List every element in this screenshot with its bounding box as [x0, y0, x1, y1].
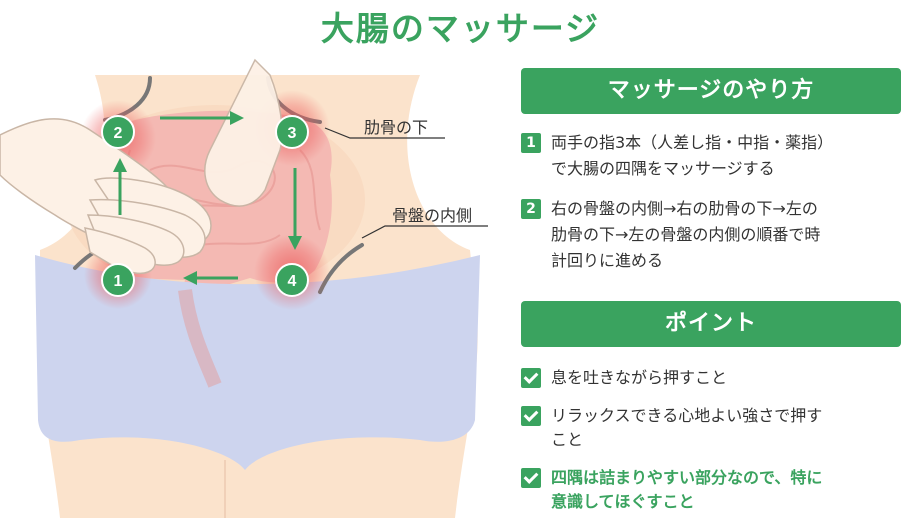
hands [0, 58, 283, 275]
leader-under-ribs [324, 127, 445, 139]
label-inner-pelvis: 骨盤の内側 [392, 206, 473, 225]
step-2: 2 右の骨盤の内側→右の肋骨の下→左の 肋骨の下→左の骨盤の内側の順番で時 計回… [521, 196, 901, 274]
marker-2-label: 2 [114, 125, 123, 142]
method-steps: 1 両手の指3本（人差し指・中指・薬指） で大腸の四隅をマッサージする 2 右の… [521, 130, 901, 270]
marker-1: 1 [101, 263, 135, 297]
step-1-line1: 両手の指3本（人差し指・中指・薬指） [551, 133, 834, 152]
label-under-ribs: 肋骨の下 [364, 118, 429, 137]
step-1-line2: で大腸の四隅をマッサージする [551, 159, 775, 178]
leader-inner-pelvis [361, 225, 488, 239]
check-icon [521, 406, 541, 426]
step-2-line1: 右の骨盤の内側→右の肋骨の下→左の [551, 199, 818, 218]
points-section: ポイント [521, 301, 901, 347]
step-2-line2: 肋骨の下→左の骨盤の内側の順番で時 [551, 225, 821, 244]
underwear [35, 255, 480, 470]
page-title: 大腸のマッサージ [320, 9, 601, 48]
abdomen-illustration: 1 2 3 4 [0, 58, 488, 518]
marker-4: 4 [275, 263, 309, 297]
step-1-badge: 1 [521, 133, 541, 153]
method-section: マッサージのやり方 [521, 68, 901, 114]
marker-3-label: 3 [288, 125, 297, 142]
step-2-badge: 2 [521, 199, 541, 219]
step-2-line3: 計回りに進める [551, 251, 664, 270]
points-header: ポイント [521, 301, 901, 347]
marker-3: 3 [275, 115, 309, 149]
point-3-line2: 意識してほぐすこと [551, 492, 695, 511]
point-3-line1: 四隅は詰まりやすい部分なので、特に [551, 468, 823, 487]
point-item-1: 息を吐きながら押すこと [521, 366, 901, 390]
method-header: マッサージのやり方 [521, 68, 901, 114]
point-1-line1: 息を吐きながら押すこと [551, 368, 728, 387]
point-2-line2: こと [551, 430, 584, 449]
check-icon [521, 368, 541, 388]
point-item-2: リラックスできる心地よい強さで押す こと [521, 404, 901, 452]
points-list: 息を吐きながら押すこと リラックスできる心地よい強さで押す こと 四隅は詰まりや… [521, 366, 901, 516]
marker-1-label: 1 [114, 273, 123, 290]
marker-4-label: 4 [288, 273, 297, 290]
direction-arrows [113, 111, 302, 285]
marker-2: 2 [101, 115, 135, 149]
point-item-3: 四隅は詰まりやすい部分なので、特に 意識してほぐすこと [521, 466, 901, 514]
point-2-line1: リラックスできる心地よい強さで押す [551, 406, 823, 425]
step-1: 1 両手の指3本（人差し指・中指・薬指） で大腸の四隅をマッサージする [521, 130, 901, 182]
check-icon [521, 468, 541, 488]
